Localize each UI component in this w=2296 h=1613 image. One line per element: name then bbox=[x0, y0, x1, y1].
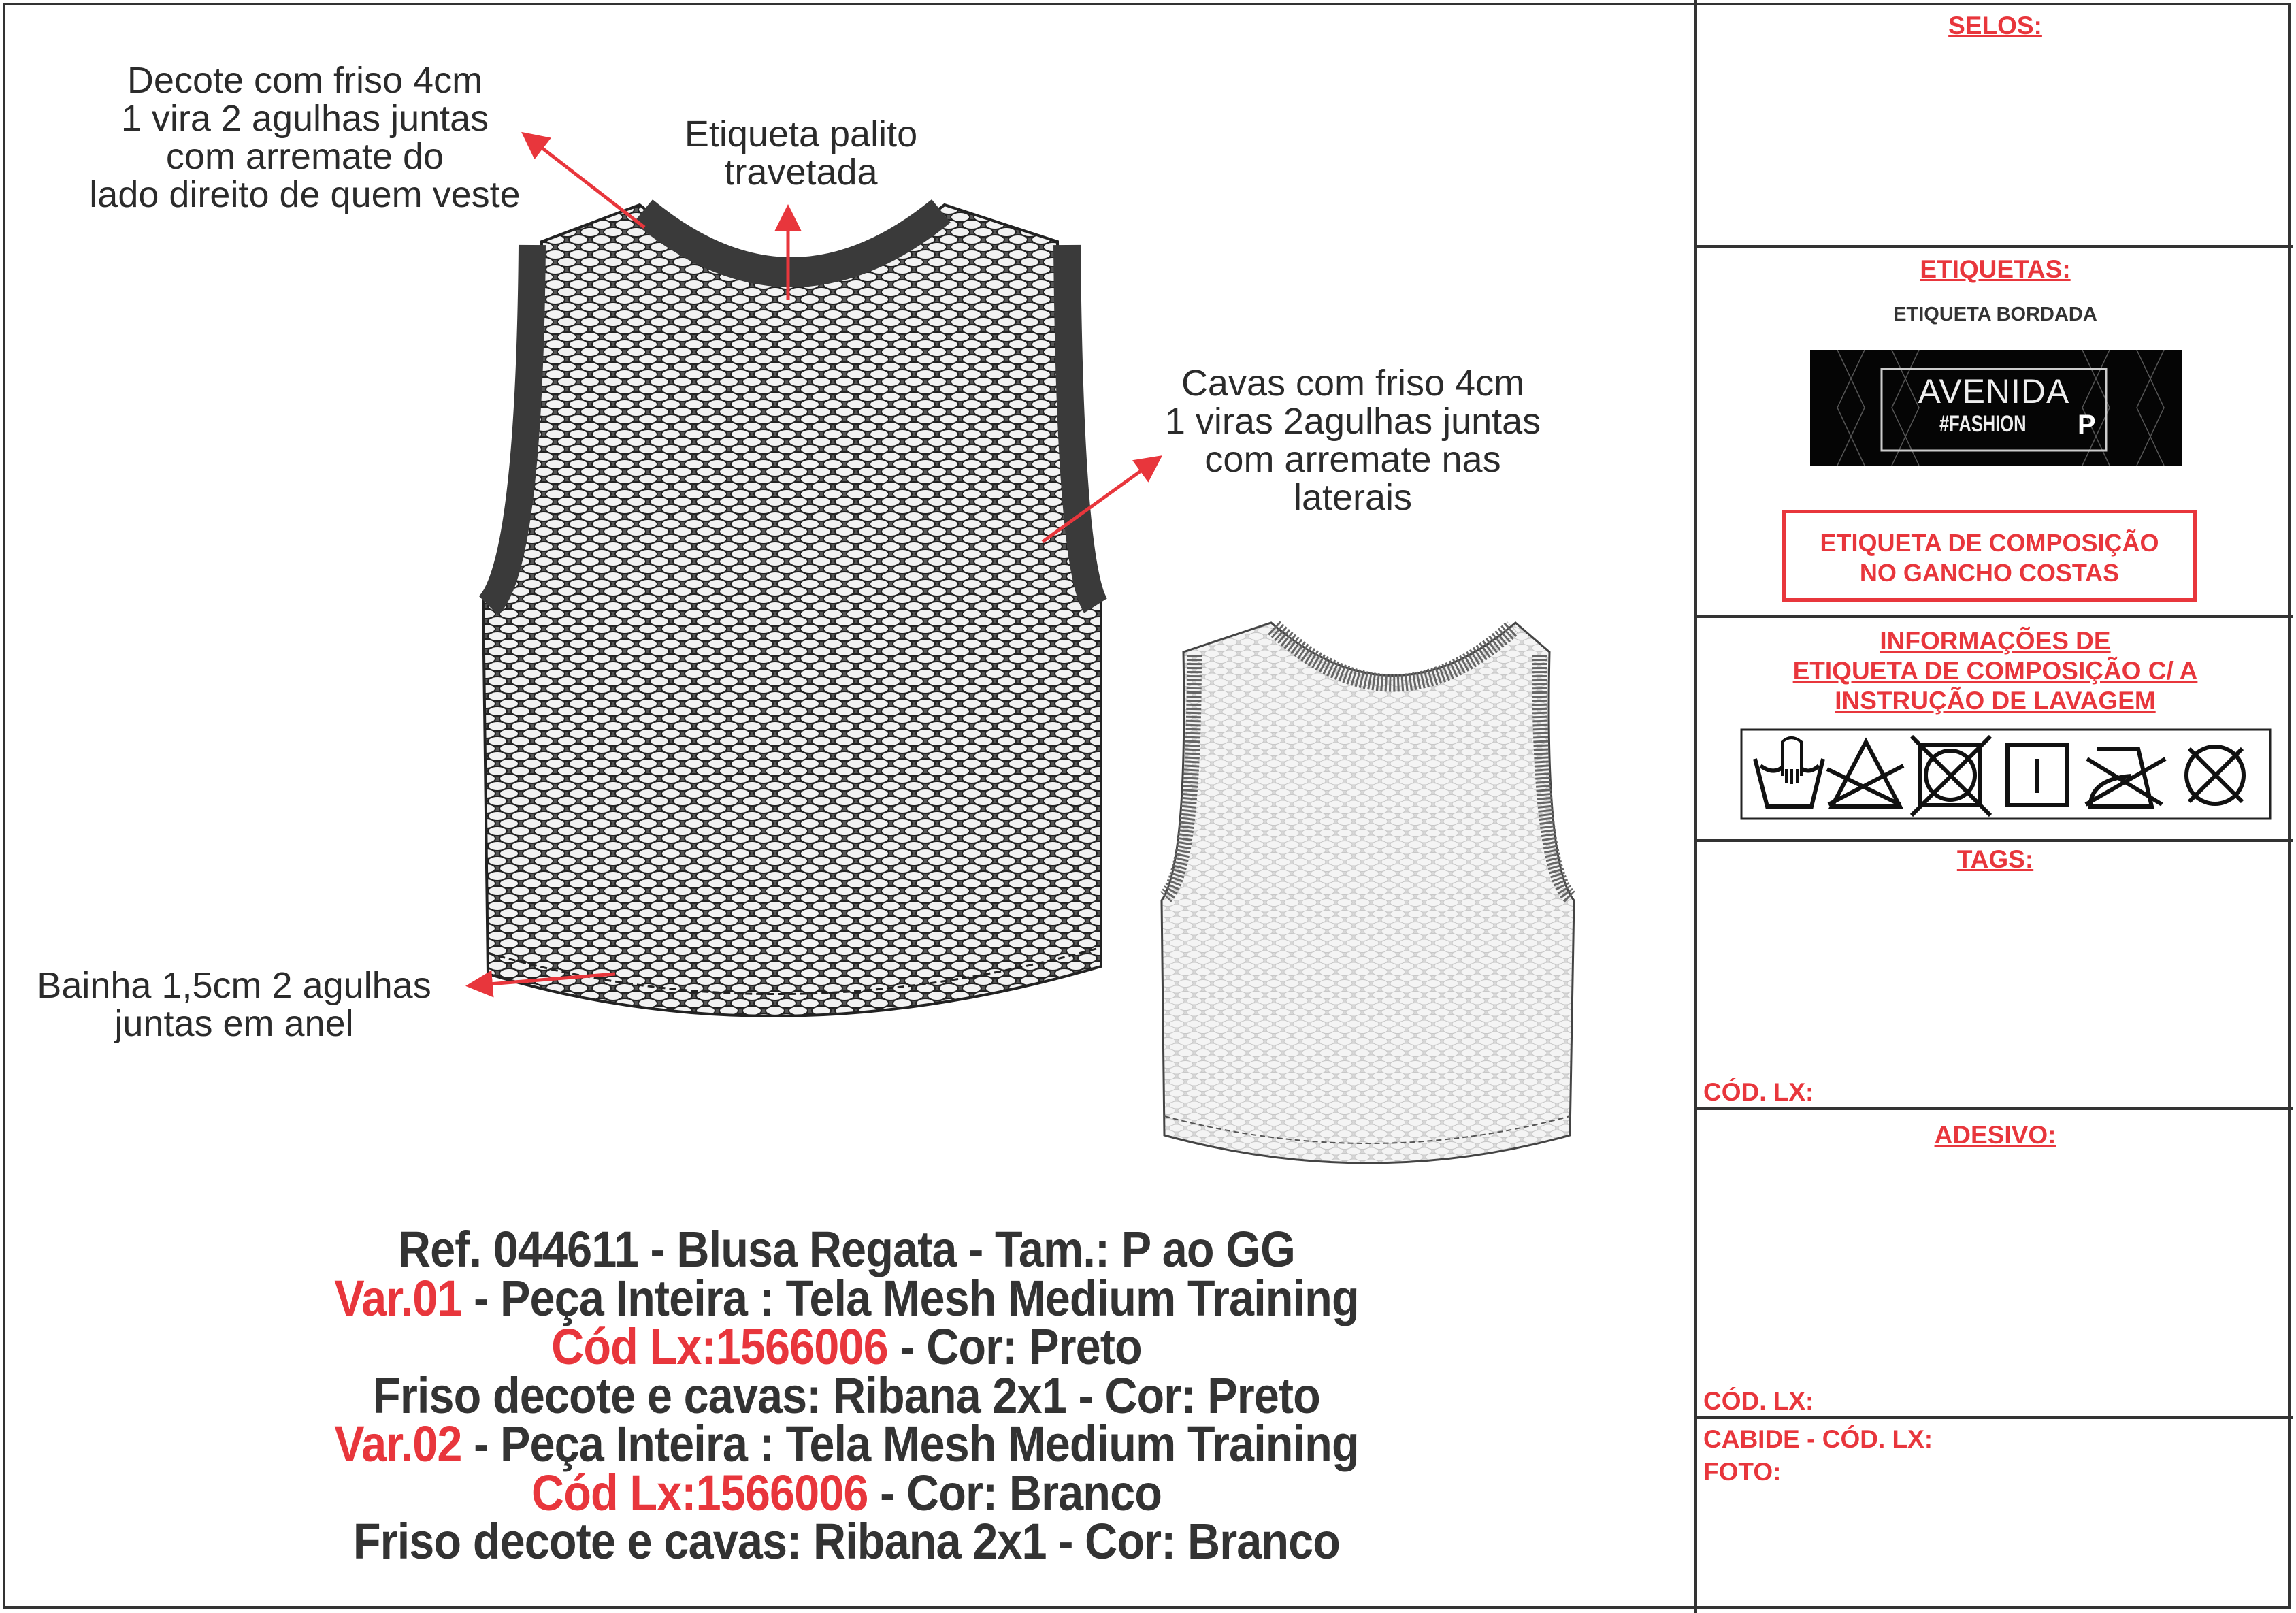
composicao-line: ETIQUETA DE COMPOSIÇÃO bbox=[1820, 529, 2159, 557]
annotation-line: laterais bbox=[1293, 477, 1413, 518]
adesivo-title: ADESIVO: bbox=[1934, 1121, 2056, 1149]
divider bbox=[1694, 1416, 2293, 1419]
line-dry-icon bbox=[2005, 743, 2069, 807]
etiqueta-bordada-label: ETIQUETA BORDADA bbox=[1893, 304, 2097, 325]
back-garment-white bbox=[1160, 621, 1576, 1164]
var2-color: - Cor: Branco bbox=[868, 1464, 1162, 1521]
sheet-border bbox=[3, 3, 2291, 1609]
cavas-annotation: Cavas com friso 4cm 1 viras 2agulhas jun… bbox=[1165, 364, 1541, 517]
annotation-line: com arremate nas bbox=[1204, 439, 1501, 480]
info-title-line: ETIQUETA DE COMPOSIÇÃO C/ A bbox=[1792, 657, 2198, 685]
divider bbox=[1694, 615, 2293, 618]
divider bbox=[1694, 1107, 2293, 1110]
annotation-line: 1 vira 2 agulhas juntas bbox=[120, 98, 489, 139]
spec-var1-code: Cód Lx:1566006 - Cor: Preto bbox=[334, 1322, 1358, 1372]
divider bbox=[1694, 245, 2293, 248]
brand-label-pattern bbox=[1837, 350, 2165, 466]
annotation-line: juntas em anel bbox=[114, 1003, 354, 1044]
composicao-line: NO GANCHO COSTAS bbox=[1859, 559, 2120, 587]
no-bleach-icon bbox=[1826, 737, 1905, 809]
etiquetas-title: ETIQUETAS: bbox=[1920, 255, 2071, 283]
annotation-line: Cavas com friso 4cm bbox=[1181, 363, 1525, 404]
annotation-line: Decote com friso 4cm bbox=[127, 60, 483, 101]
var2-code: Cód Lx:1566006 bbox=[531, 1464, 868, 1521]
annotation-line: 1 viras 2agulhas juntas bbox=[1164, 401, 1541, 442]
tags-cod-lx-label: CÓD. LX: bbox=[1703, 1078, 1814, 1106]
no-iron-icon bbox=[2084, 747, 2167, 809]
front-garment-black bbox=[478, 199, 1108, 1017]
annotation-line: lado direito de quem veste bbox=[89, 174, 521, 215]
decote-annotation: Decote com friso 4cm 1 vira 2 agulhas ju… bbox=[89, 61, 520, 214]
annotation-line: com arremate do bbox=[165, 136, 444, 177]
brand-tag: #FASHION bbox=[1939, 411, 2027, 437]
var2-label: Var.02 bbox=[334, 1416, 462, 1472]
var1-color: - Cor: Preto bbox=[887, 1318, 1142, 1375]
hand-wash-icon bbox=[1753, 736, 1825, 809]
spec-var2: Var.02 - Peça Inteira : Tela Mesh Medium… bbox=[334, 1419, 1359, 1469]
adesivo-cod-lx-label: CÓD. LX: bbox=[1703, 1387, 1814, 1415]
var1-label: Var.01 bbox=[334, 1269, 462, 1326]
no-tumble-dry-icon bbox=[1909, 734, 1992, 817]
var1-code: Cód Lx:1566006 bbox=[551, 1318, 888, 1375]
no-dry-clean-icon bbox=[2184, 745, 2246, 806]
selos-title: SELOS: bbox=[1948, 12, 2042, 39]
brand-size: P bbox=[2078, 410, 2096, 440]
annotation-arrows bbox=[465, 131, 1163, 998]
info-title: INFORMAÇÕES DE ETIQUETA DE COMPOSIÇÃO C/… bbox=[1694, 626, 2296, 716]
spec-var2-code: Cód Lx:1566006 - Cor: Branco bbox=[334, 1467, 1358, 1518]
right-panel bbox=[1694, 0, 2296, 1613]
spec-var1-friso: Friso decote e cavas: Ribana 2x1 - Cor: … bbox=[373, 1367, 1321, 1424]
spec-ref: Ref. 044611 - Blusa Regata - Tam.: P ao … bbox=[397, 1221, 1296, 1277]
care-symbols-box bbox=[1740, 728, 2272, 820]
composicao-box: ETIQUETA DE COMPOSIÇÃO NO GANCHO COSTAS bbox=[1782, 510, 2197, 602]
product-spec: Ref. 044611 - Blusa Regata - Tam.: P ao … bbox=[278, 1221, 1416, 1569]
etiqueta-palito-annotation: Etiqueta palito travetada bbox=[685, 115, 917, 191]
cabide-label: CABIDE - CÓD. LX: bbox=[1703, 1425, 1933, 1453]
var1-text: - Peça Inteira : Tela Mesh Medium Traini… bbox=[461, 1269, 1360, 1326]
tags-title: TAGS: bbox=[1956, 845, 2034, 873]
divider bbox=[1694, 839, 2293, 842]
brand-label-image: AVENIDA #FASHION P bbox=[1810, 350, 2182, 466]
info-title-line: INSTRUÇÃO DE LAVAGEM bbox=[1835, 687, 2156, 715]
var2-text: - Peça Inteira : Tela Mesh Medium Traini… bbox=[461, 1416, 1360, 1472]
annotation-line: Etiqueta palito bbox=[684, 114, 918, 154]
spec-var2-friso: Friso decote e cavas: Ribana 2x1 - Cor: … bbox=[352, 1513, 1341, 1569]
bainha-annotation: Bainha 1,5cm 2 agulhas juntas em anel bbox=[37, 966, 431, 1043]
annotation-line: travetada bbox=[724, 152, 878, 193]
brand-name: AVENIDA bbox=[1918, 372, 2070, 410]
foto-label: FOTO: bbox=[1703, 1458, 1782, 1486]
info-title-line: INFORMAÇÕES DE bbox=[1880, 627, 2111, 655]
annotation-line: Bainha 1,5cm 2 agulhas bbox=[37, 965, 431, 1006]
spec-var1: Var.01 - Peça Inteira : Tela Mesh Medium… bbox=[334, 1273, 1359, 1323]
